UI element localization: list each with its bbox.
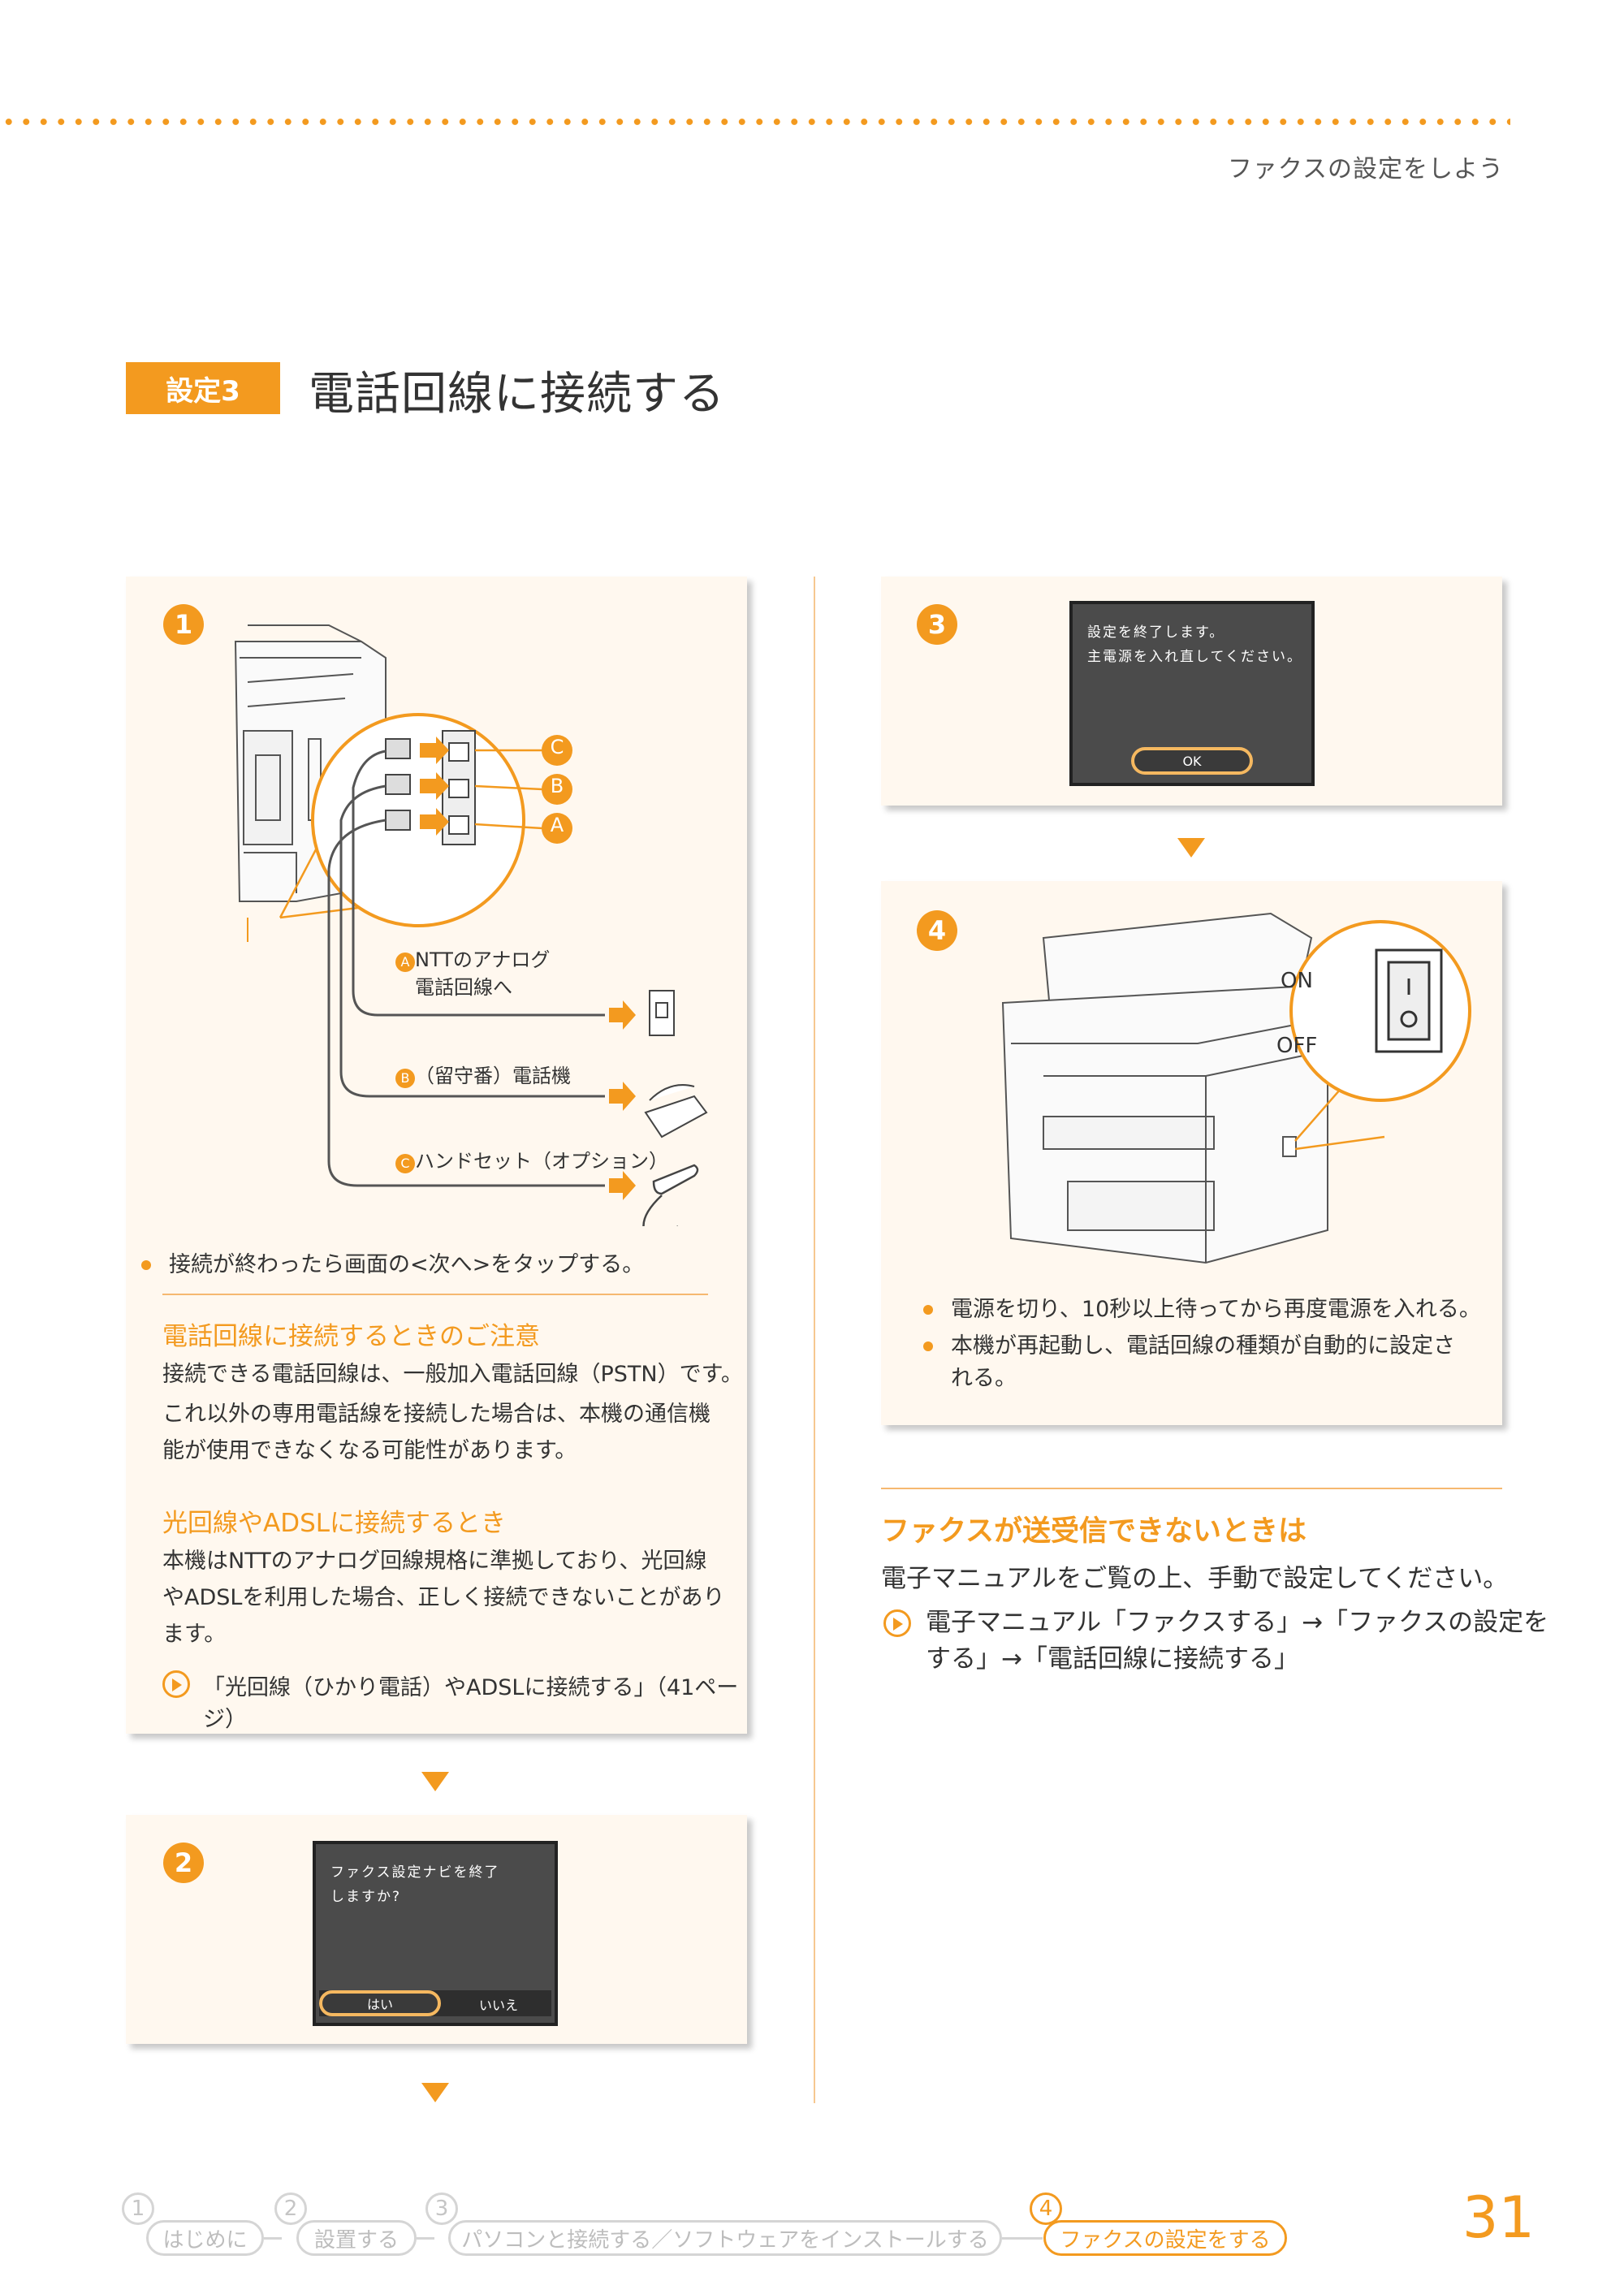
screen-line2: 主電源を入れ直してください。 bbox=[1087, 649, 1302, 665]
nav-num-4: 4 bbox=[1030, 2192, 1062, 2225]
plug-arrows-icon bbox=[420, 737, 449, 836]
nav-item-setchi[interactable]: 設置する bbox=[296, 2220, 417, 2256]
column-divider bbox=[814, 577, 815, 2103]
wall-jack-icon bbox=[649, 990, 675, 1036]
callout-c-label: C bbox=[550, 736, 564, 758]
nav-connector bbox=[1002, 2237, 1043, 2240]
yes-button[interactable]: はい bbox=[319, 1990, 441, 2016]
nav-connector bbox=[417, 2237, 434, 2240]
no-button[interactable]: いいえ bbox=[478, 1998, 518, 2013]
step1-bullet: 接続が終わったら画面の<次へ>をタップする。 bbox=[140, 1249, 644, 1281]
note2-reference[interactable]: 「光回線（ひかり電話）やADSLに接続する」（41ページ） bbox=[203, 1675, 739, 1732]
ok-button[interactable]: OK bbox=[1131, 747, 1253, 775]
lcd-screen-restart: 設定を終了します。 主電源を入れ直してください。 OK bbox=[1069, 601, 1315, 786]
label-a-line1: NTTのアナログ bbox=[415, 948, 551, 971]
printer-power-switch-illustration bbox=[1001, 912, 1471, 1264]
fax-ref-line1: 電子マニュアル「ファクスする」→「ファクスの設定を bbox=[926, 1608, 1549, 1637]
setting-badge: 設定3 bbox=[126, 362, 280, 414]
fax-note-reference[interactable]: 電子マニュアル「ファクスする」→「ファクスの設定を する」→「電話回線に接続する… bbox=[926, 1605, 1548, 1678]
arrow-step1-to-step2 bbox=[421, 1772, 449, 1791]
note2-heading: 光回線やADSLに接続するとき bbox=[162, 1509, 507, 1538]
note1-line2: これ以外の専用電話線を接続した場合は、本機の通信機 bbox=[162, 1402, 710, 1427]
note1-body: 接続できる電話回線は、一般加入電話回線（PSTN）です。 これ以外の専用電話線を… bbox=[162, 1356, 743, 1469]
label-c-text: ハンドセット（オプション） bbox=[415, 1150, 668, 1173]
phone-line-connection-illustration bbox=[234, 624, 708, 1226]
label-a-marker: A bbox=[395, 953, 415, 972]
phone-cables-icon bbox=[327, 750, 605, 1187]
handset-icon bbox=[642, 1164, 699, 1226]
arrow-step3-to-step4 bbox=[1177, 838, 1205, 858]
callout-b-label: B bbox=[550, 775, 564, 797]
callout-c-circle bbox=[542, 735, 572, 766]
printer-front-icon bbox=[1001, 912, 1328, 1264]
power-switch-icon bbox=[1375, 948, 1443, 1053]
label-c-marker: C bbox=[395, 1154, 415, 1173]
nav-num-3: 3 bbox=[425, 2192, 458, 2225]
fax-note-rule bbox=[881, 1488, 1502, 1489]
screen-line2: しますか? bbox=[330, 1889, 402, 1905]
zoom-line-b bbox=[1294, 1135, 1385, 1151]
step1-number: 1 bbox=[163, 604, 204, 645]
note1-heading: 電話回線に接続するときのご注意 bbox=[162, 1322, 540, 1351]
nav-item-hajimeni[interactable]: はじめに bbox=[146, 2220, 264, 2256]
step1-rule bbox=[162, 1294, 708, 1295]
label-b: B（留守番）電話機 bbox=[395, 1060, 571, 1088]
fax-note-body: 電子マニュアルをご覧の上、手動で設定してください。 bbox=[881, 1564, 1509, 1593]
label-a-line2: 電話回線へ bbox=[415, 976, 512, 999]
step4-number: 4 bbox=[917, 910, 957, 951]
nav-item-pc-setup[interactable]: パソコンと接続する／ソフトウェアをインストールする bbox=[448, 2220, 1002, 2256]
label-b-text: （留守番）電話機 bbox=[415, 1065, 571, 1087]
step4-bullet2: 本機が再起動し、電話回線の種類が自動的に設定さ れる。 bbox=[922, 1330, 1455, 1395]
step2-panel: 2 ファクス設定ナビを終了 しますか? はい いいえ bbox=[126, 1815, 747, 2044]
chapter-title: ファクスの設定をしよう bbox=[1227, 155, 1504, 184]
label-b-marker: B bbox=[395, 1069, 415, 1088]
note2-line1: 本機はNTTのアナログ回線規格に準拠しており、光回線 bbox=[162, 1549, 707, 1574]
step4-bullet1: 電源を切り、10秒以上待ってから再度電源を入れる。 bbox=[922, 1294, 1481, 1326]
nav-item-fax-setup[interactable]: ファクスの設定をする bbox=[1043, 2220, 1287, 2256]
phone-jacks-icon bbox=[385, 730, 476, 845]
switch-off-label: OFF bbox=[1276, 1034, 1318, 1058]
telephone-icon bbox=[644, 1084, 708, 1138]
fax-ref-line2: する」→「電話回線に接続する」 bbox=[926, 1644, 1299, 1674]
note2-line3: ます。 bbox=[162, 1622, 227, 1647]
lcd-screen-finish-navi: ファクス設定ナビを終了 しますか? はい いいえ bbox=[313, 1841, 558, 2026]
page-number: 31 bbox=[1462, 2184, 1535, 2251]
fax-reference-arrow-icon bbox=[883, 1609, 911, 1637]
fax-note-heading: ファクスが送受信できないときは bbox=[881, 1515, 1307, 1548]
note1-line1: 接続できる電話回線は、一般加入電話回線（PSTN）です。 bbox=[162, 1362, 743, 1387]
step4-bullet2-line1: 本機が再起動し、電話回線の種類が自動的に設定さ bbox=[951, 1333, 1455, 1359]
cable-arrows-icon bbox=[609, 1000, 636, 1200]
screen-message: 設定を終了します。 主電源を入れ直してください。 bbox=[1087, 620, 1302, 669]
nav-connector bbox=[264, 2237, 282, 2240]
callout-b-circle bbox=[542, 774, 572, 805]
chapter-nav: 1 はじめに 2 設置する 3 パソコンと接続する／ソフトウェアをインストールす… bbox=[122, 2192, 1307, 2257]
step4-panel: 4 ON OFF 電源を切り、10秒以上待ってから再度電源を入れる。 本機が再起… bbox=[881, 881, 1502, 1425]
note1-line3: 能が使用できなくなる可能性があります。 bbox=[162, 1438, 577, 1463]
dotted-header-rule bbox=[0, 118, 1510, 126]
step1-panel: 1 bbox=[126, 577, 747, 1734]
screen-line1: ファクス設定ナビを終了 bbox=[330, 1864, 500, 1881]
callout-a-circle bbox=[542, 813, 572, 844]
nav-num-1: 1 bbox=[122, 2192, 154, 2225]
screen-message: ファクス設定ナビを終了 しますか? bbox=[330, 1860, 500, 1909]
note2-line2: やADSLを利用した場合、正しく接続できないことがあり bbox=[162, 1585, 725, 1610]
step3-panel: 3 設定を終了します。 主電源を入れ直してください。 OK bbox=[881, 577, 1502, 806]
step3-number: 3 bbox=[917, 604, 957, 645]
callout-a-label: A bbox=[550, 814, 564, 836]
screen-line1: 設定を終了します。 bbox=[1087, 624, 1225, 641]
arrow-step2-next bbox=[421, 2083, 449, 2102]
step4-bullet2-line2: れる。 bbox=[951, 1366, 1017, 1391]
note2-body: 本機はNTTのアナログ回線規格に準拠しており、光回線 やADSLを利用した場合、… bbox=[162, 1543, 724, 1652]
switch-on-label: ON bbox=[1281, 969, 1313, 993]
section-title: 電話回線に接続する bbox=[309, 368, 725, 421]
step2-number: 2 bbox=[163, 1843, 204, 1883]
nav-num-2: 2 bbox=[274, 2192, 307, 2225]
zoom-circle bbox=[311, 713, 525, 927]
reference-arrow-icon bbox=[162, 1670, 190, 1698]
